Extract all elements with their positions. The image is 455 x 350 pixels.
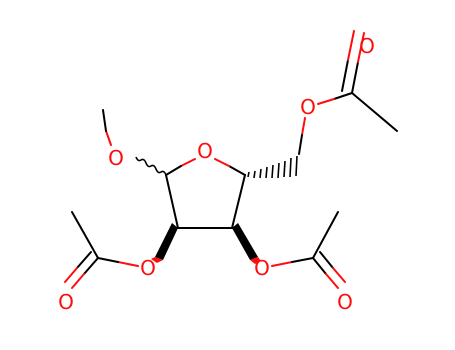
bond-ester-ch2-black <box>298 134 303 155</box>
bond-ome-methyl-red <box>105 130 112 146</box>
bond-ester-carbonyl-left-red <box>117 261 139 267</box>
bond-carbonyl-double-b-red <box>347 30 355 61</box>
bond-carbonyl-double-b-black <box>341 59 349 92</box>
bond-c1-c2 <box>165 174 179 229</box>
hashed-bond-c4-ch2 <box>247 155 298 179</box>
atom-o-carbonyl-top: O <box>359 34 375 58</box>
wedge-bond-c3-o <box>232 223 258 260</box>
wedge-bond-c2-o-red-end <box>151 257 163 263</box>
bond-o-ring-c1-black <box>165 165 182 176</box>
bond-carbonyl-double-left-b-black <box>76 251 92 269</box>
methoxy-group: O <box>102 109 124 170</box>
bond-carbonyl-ester-red <box>317 98 335 105</box>
bond-carbonyl-double-a-black <box>351 61 359 94</box>
atom-o-carbonyl-right: O <box>337 290 353 314</box>
atom-o-carbonyl-left: O <box>58 290 74 314</box>
atom-o-ring: O <box>197 139 213 163</box>
bond-carbonyl-double-right-a-red <box>325 273 339 289</box>
bond-c4-o-ring-red <box>214 158 230 167</box>
upper-acetate-group: O O <box>298 30 398 155</box>
bond-carbonyl-methyl-right <box>312 211 339 259</box>
bond-carbonyl-double-a-red <box>357 32 365 63</box>
wedge-bond-c3-o-red-end <box>250 257 261 264</box>
atom-o-ester-top: O <box>300 95 316 119</box>
bond-methyl-carbonyl-top <box>351 92 398 132</box>
furanose-ring: O <box>165 139 246 229</box>
bond-carbonyl-double-left-b-red <box>64 267 78 283</box>
bond-carbonyl-ester-black <box>333 92 353 100</box>
bond-carbonyl-double-left-a-red <box>71 273 85 289</box>
bond-ester-carbonyl-left-black <box>97 257 119 263</box>
bond-o-ring-c1-red <box>180 158 196 167</box>
bond-ester-carbonyl-right-red <box>271 261 293 267</box>
atom-o-methoxy: O <box>108 146 124 170</box>
wavy-bond-c1-ome <box>135 156 167 176</box>
lower-right-acetate-group: O O <box>254 211 353 314</box>
bond-c4-o-ring-black <box>228 165 246 176</box>
bond-c3-c4 <box>231 174 246 229</box>
bond-carbonyl-double-right-a-black <box>312 257 327 275</box>
bond-carbonyl-double-left-a-black <box>83 257 99 275</box>
bond-carbonyl-double-right-b-red <box>332 267 346 283</box>
atom-o-ester-right: O <box>254 256 270 280</box>
bond-ome-methyl-black <box>102 109 107 132</box>
bond-ester-ch2-red <box>301 117 306 136</box>
bond-ester-carbonyl-right-black <box>291 257 314 263</box>
wedge-bond-c2-o <box>155 223 178 260</box>
bond-carbonyl-double-right-b-black <box>319 251 334 269</box>
bond-carbonyl-methyl-left <box>71 211 99 259</box>
atom-o-ester-left: O <box>140 256 156 280</box>
left-acetate-group: O O <box>58 211 156 314</box>
